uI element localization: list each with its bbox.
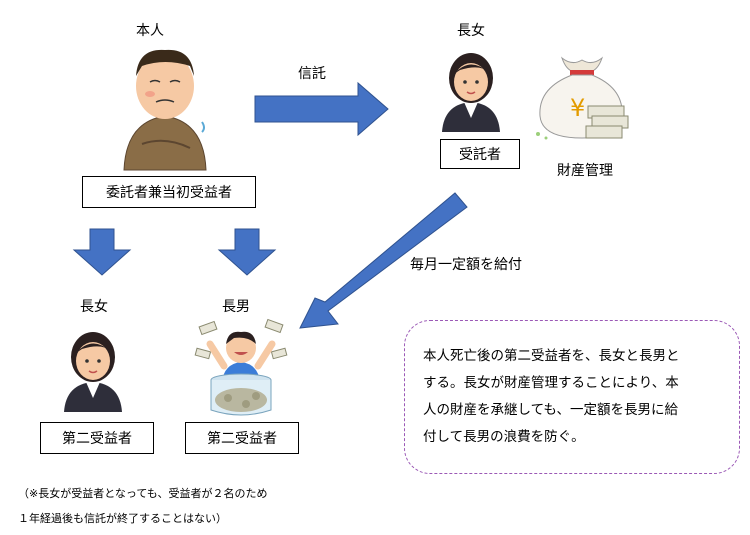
down-arrow-left	[72, 228, 132, 276]
beneficiary-son-heading: 長男	[222, 299, 250, 315]
explanation-line: する。長女が財産管理することにより、本	[423, 375, 679, 391]
trustee-heading: 長女	[457, 23, 485, 39]
beneficiary-son-role-box: 第二受益者	[185, 422, 299, 454]
businesswoman-icon	[64, 332, 122, 412]
yen-symbol: ¥	[570, 94, 585, 122]
elderly-man-illustration	[123, 49, 207, 171]
principal-heading: 本人	[136, 23, 164, 39]
down-arrow-right	[217, 228, 277, 276]
beneficiary-daughter-role-box: 第二受益者	[40, 422, 154, 454]
footnote-line-2: １年経過後も信託が終了することはない）	[18, 512, 227, 525]
trust-arrow	[254, 81, 389, 137]
trustee-role-box: 受託者	[440, 139, 520, 169]
asset-management-label: 財産管理	[557, 163, 613, 179]
happy-boy-with-money-jar-illustration	[194, 318, 288, 416]
principal-role-box: 委託者兼当初受益者	[82, 176, 256, 208]
footnote-line-1: （※長女が受益者となっても、受益者が２名のため	[18, 487, 268, 500]
explanation-line: 人の財産を承継しても、一定額を長男に給	[423, 402, 679, 418]
explanation-box: 本人死亡後の第二受益者を、長女と長男と する。長女が財産管理することにより、本 …	[404, 320, 740, 474]
explanation-line: 付して長男の浪費を防ぐ。	[423, 429, 585, 445]
beneficiary-daughter-heading: 長女	[80, 299, 108, 315]
money-bag-icon: ¥	[536, 56, 629, 140]
trust-arrow-label: 信託	[298, 66, 326, 82]
explanation-line: 本人死亡後の第二受益者を、長女と長男と	[423, 348, 680, 364]
monthly-payment-label: 毎月一定額を給付	[410, 257, 522, 273]
businesswoman-icon	[442, 53, 500, 132]
